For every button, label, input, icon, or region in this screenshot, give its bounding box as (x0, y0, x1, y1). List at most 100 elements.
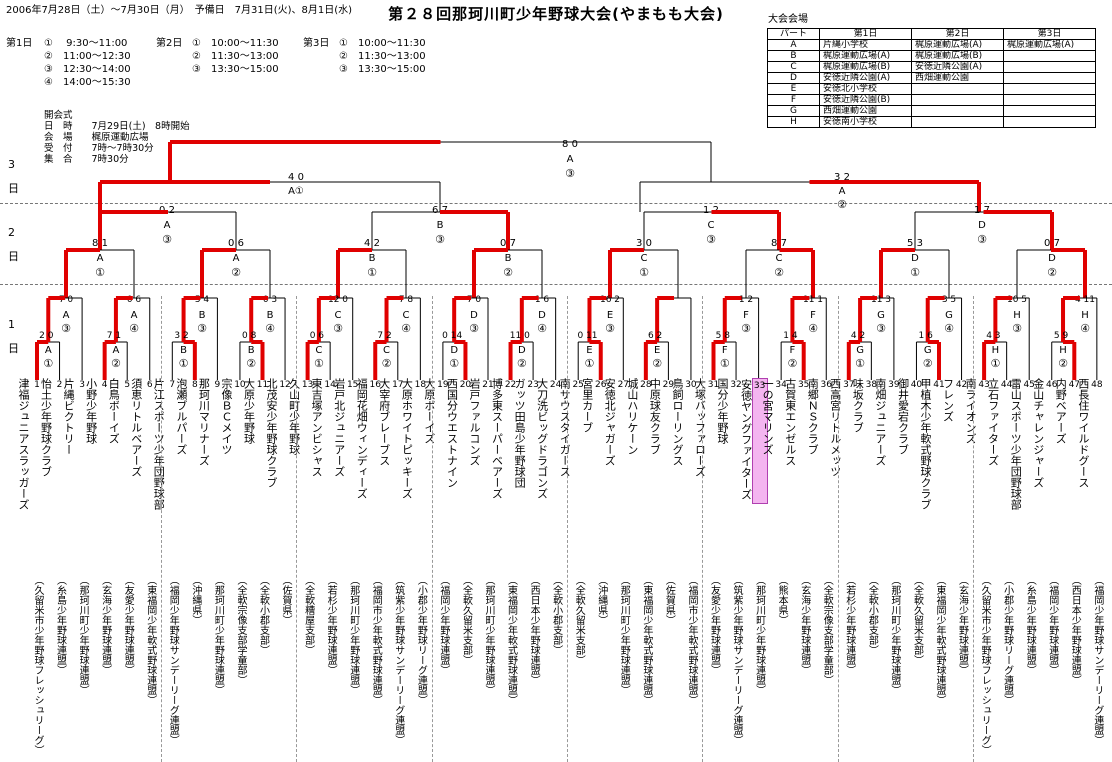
bracket-label: 6 2 (648, 331, 662, 341)
team-label: 西高宮リトルメッツ (828, 378, 842, 477)
team-number: 2 (56, 380, 63, 390)
team-label: 大原ボーイズ (422, 378, 436, 444)
day1-slots: ① 9:30～11:00 ② 11:00～12:30 ③ 12:30～14:00… (44, 38, 131, 88)
team-affiliation: （沖縄県） (189, 575, 201, 625)
bracket-label: 11 0 (510, 331, 530, 341)
team-affiliation: （全軟久留米支部） (460, 575, 472, 665)
team-affiliation: （東福岡少年軟式野球連盟） (505, 575, 517, 705)
bracket-label: ① (367, 266, 377, 279)
team-label: 内野ベアーズ (1054, 378, 1068, 444)
team-label: 白鳥ボーイズ (107, 378, 121, 444)
bracket-label: B (267, 310, 274, 321)
team-affiliation: （福岡市少年軟式野球連盟） (370, 575, 382, 705)
day1-label: 第1日 (6, 38, 33, 49)
team-label: 西国分ウエストナイン (445, 378, 459, 488)
bracket-label: ④ (537, 322, 547, 335)
bracket-label: 0 6 (310, 331, 325, 341)
bracket-label: D (1048, 253, 1056, 264)
bracket-label: 7 2 (377, 331, 391, 341)
team-number: 6 (146, 380, 153, 390)
team-label: 大原少年野球 (242, 378, 256, 444)
bracket-label: D (538, 310, 546, 321)
team-number: 5 (124, 380, 131, 390)
team-number: 37 (843, 380, 855, 390)
bracket-label: 1 4 (783, 331, 798, 341)
bracket-label: B (248, 345, 255, 356)
team-label: 小野少年野球 (84, 378, 98, 444)
team-affiliation: （全軟糟屋支部） (302, 575, 314, 655)
team-affiliation: （小郡少年野球リーグ連盟） (1001, 575, 1013, 705)
bracket-label: 5 3 (907, 238, 923, 249)
bracket-label: G (945, 310, 953, 321)
bracket-label: A (131, 310, 138, 321)
venue-cell (1003, 116, 1096, 128)
bracket-label: ① (314, 357, 324, 370)
bracket-label: ① (95, 266, 105, 279)
team-number: 20 (459, 380, 472, 390)
bracket-label: F (743, 310, 749, 321)
bracket-label: ① (449, 357, 459, 370)
team-affiliation: （那珂川町少年野球連盟） (618, 575, 630, 695)
bracket-label: 8 0 (562, 139, 578, 150)
team-label: 須恵リトルベアーズ (129, 378, 143, 477)
bracket-label: A① (288, 186, 304, 197)
team-number: 18 (414, 380, 427, 390)
bracket-label: ③ (162, 233, 172, 246)
team-number: 1 (34, 380, 40, 390)
day2-unit: 日 (8, 250, 19, 263)
bracket-label: D (470, 310, 478, 321)
day-divider (0, 203, 1112, 204)
day2-number: 2 (8, 226, 15, 239)
part-separator (431, 296, 433, 762)
opening-ceremony: 開会式 日 時 7月29日(土) 8時開始 会 場 梶原運動広場 受 付 7時～… (44, 110, 190, 165)
bracket-label: E (654, 345, 660, 356)
part-separator (296, 296, 298, 762)
team-affiliation: （西日本少年野球連盟） (1069, 575, 1081, 685)
team-affiliation: （若杉少年野球連盟） (843, 575, 855, 675)
team-label: 泡瀬ブルパーズ (174, 378, 188, 455)
team-affiliation: （玄海少年野球連盟） (798, 575, 810, 675)
bracket-label: 0 7 (1044, 238, 1060, 249)
bracket-label: 0 3 (263, 295, 277, 305)
team-label: 一の宮マリンズ (761, 378, 775, 455)
part-separator (566, 296, 568, 762)
day2-label: 第2日 (156, 38, 183, 49)
team-label: 御井愛宕クラブ (896, 378, 910, 455)
bracket-label: B (199, 310, 206, 321)
bracket-label: ④ (808, 322, 818, 335)
bracket-label: ③ (435, 233, 445, 246)
team-affiliation: （佐賀県） (663, 575, 675, 625)
bracket-label: 7 1 (107, 331, 121, 341)
team-number: 11 (256, 380, 269, 390)
bracket-label: 8 1 (92, 238, 108, 249)
team-number: 43 (978, 380, 990, 390)
bracket-label: C (641, 253, 648, 264)
bracket-label: ③ (876, 322, 886, 335)
team-affiliation: （全軟小郡支部） (866, 575, 878, 655)
bracket-label: D (911, 253, 919, 264)
team-number: 4 (101, 380, 108, 390)
bracket-label: ② (1058, 357, 1068, 370)
team-number: 38 (865, 380, 878, 390)
team-number: 44 (1000, 380, 1013, 390)
team-affiliation: （福岡少年野球サンデーリーグ連盟） (167, 575, 179, 745)
team-label: 宗像ＢＣメイツ (219, 378, 233, 455)
bracket-label: ③ (977, 233, 987, 246)
team-number: 7 (169, 380, 176, 390)
team-number: 22 (504, 380, 517, 390)
bracket-label: D (518, 345, 526, 356)
